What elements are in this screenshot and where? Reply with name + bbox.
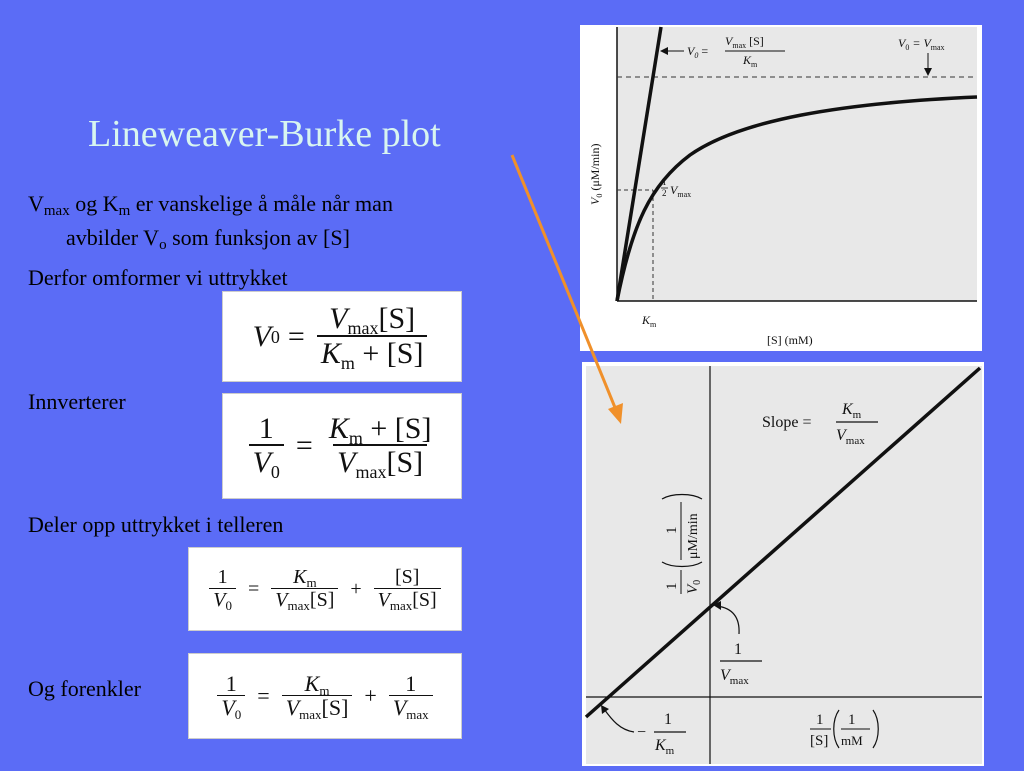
mm-hyperbola-curve: [615, 95, 978, 302]
lb-y-intercept-den: Vmax: [720, 667, 749, 687]
lb-y-label-den: V0: [685, 580, 703, 594]
mm-vmax-label: V0 = Vmax: [898, 36, 945, 52]
mm-y-axis-label: V0 (μM/min): [588, 144, 604, 205]
lb-x-label-unit-num: 1: [848, 712, 856, 728]
mm-half-num: 1: [662, 177, 667, 187]
lb-x-label-paren-right: [872, 709, 879, 749]
lb-y-label-paren-right: [661, 493, 703, 500]
lb-regression-line: [584, 366, 982, 719]
lb-x-intercept-minus: −: [637, 724, 646, 741]
mm-x-axis-label: [S] (mM): [767, 333, 813, 347]
mm-line-label-den: Km: [742, 53, 758, 69]
equation-simplified: 1 V0 = Km Vmax[S] + 1 Vmax: [188, 653, 462, 739]
lb-x-label-paren-left: [833, 709, 840, 749]
lb-x-label-den: [S]: [810, 733, 828, 749]
mm-line-label: V0 =: [687, 44, 708, 60]
lb-y-axis-label: 1 V0 1 μM/min: [661, 493, 703, 594]
innverterer-text: Innverterer: [28, 389, 126, 414]
mm-initial-slope-line: [615, 26, 663, 302]
slide-title: Lineweaver-Burke plot: [88, 113, 441, 155]
bullet-vmax-km-line2: avbilder Vo som funksjon av [S]: [66, 225, 350, 253]
lineweaver-burk-plot: Slope = Km Vmax 1 Vmax − 1 Km 1 [S] 1 mM…: [582, 362, 984, 766]
lb-slope-label: Slope =: [762, 414, 811, 431]
derfor-text: Derfor omformer vi uttrykket: [28, 265, 288, 290]
mm-half-den: 2: [662, 188, 667, 198]
lb-y-label-paren-left: [661, 561, 703, 568]
mm-line-label-num: Vmax [S]: [725, 34, 764, 50]
lb-y-label-unit-den: μM/min: [686, 513, 701, 559]
lb-slope-num: Km: [841, 401, 862, 421]
mm-km-label: Km: [641, 313, 657, 329]
mm-half-vmax-label: Vmax: [670, 183, 691, 199]
lb-slope-den: Vmax: [836, 427, 865, 447]
lb-x-label-num: 1: [816, 712, 824, 728]
lb-x-intercept-den: Km: [654, 737, 675, 757]
lb-y-intercept-num: 1: [734, 641, 742, 658]
forenkler-text: Og forenkler: [28, 676, 142, 701]
lb-y-intercept-arrowhead: [713, 601, 721, 610]
equation-inverted: 1 V0 = Km + [S] Vmax[S]: [222, 393, 462, 499]
lb-y-label-num: 1: [664, 583, 680, 591]
lb-plot-area: [586, 366, 982, 764]
lb-x-intercept-num: 1: [664, 711, 672, 728]
lb-x-intercept-arrow: [603, 708, 635, 733]
mm-line-arrowhead: [660, 47, 668, 55]
mm-vmax-arrowhead: [924, 68, 932, 76]
lb-x-intercept-arrowhead: [601, 705, 609, 714]
bullet-vmax-km: Vmax og Km er vanskelige å måle når man: [28, 191, 393, 219]
equation-split: 1 V0 = Km Vmax[S] + [S] Vmax[S]: [188, 547, 462, 631]
michaelis-menten-plot: V0 = Vmax [S] Km V0 = Vmax 1 2 Vmax Km […: [580, 25, 982, 351]
mm-plot-area: [617, 27, 977, 301]
lb-x-label-unit-den: mM: [841, 733, 863, 748]
lb-y-label-unit-num: 1: [664, 527, 680, 535]
deler-text: Deler opp uttrykket i telleren: [28, 512, 284, 537]
